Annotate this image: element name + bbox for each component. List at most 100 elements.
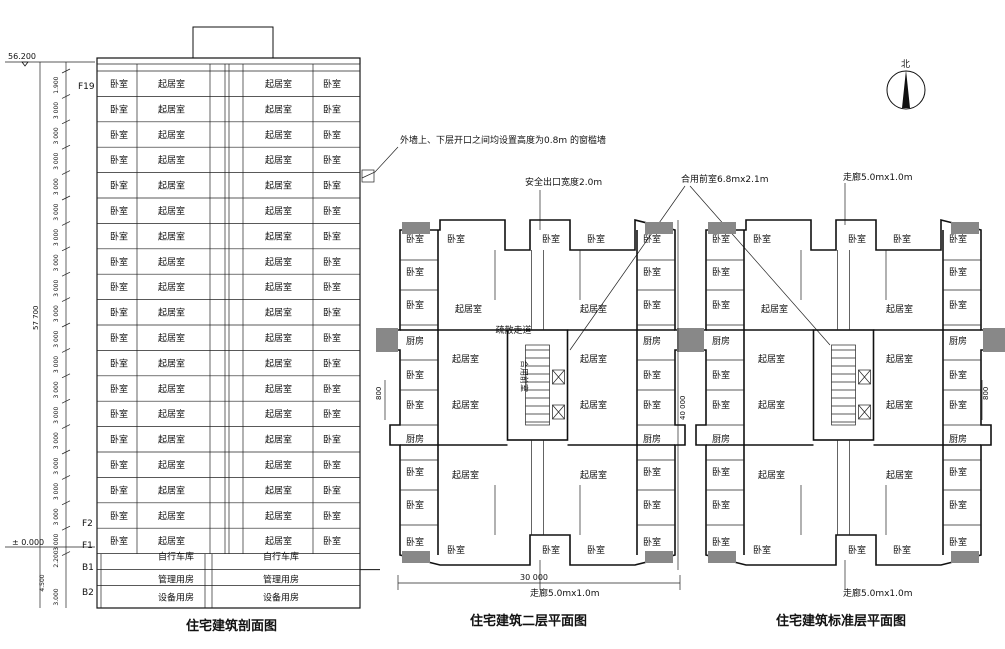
section-room-living: 起居室 [265,383,292,395]
section-floor-dim: 3 000 [53,305,60,322]
section-room-living: 起居室 [265,180,292,192]
plan-room-living: 起居室 [452,469,479,481]
plan-room-living: 起居室 [758,469,785,481]
annotations: 外墙上、下层开口之间均设置高度为0.8m 的窗槛墙 安全出口宽度2.0m 合用前… [361,134,913,599]
plan2-geometry: 卧室卧室卧室卧室卧室卧室卧室卧室卧室卧室卧室卧室卧室卧室卧室卧室卧室卧室卧室卧室… [376,218,699,566]
plan-room-living: 起居室 [758,353,785,365]
plan-room-bedroom: 卧室 [712,299,730,311]
plan-room-bedroom: 卧室 [542,544,560,556]
plan-room-bedroom: 卧室 [712,369,730,381]
plan-room-bedroom: 卧室 [406,499,424,511]
plan-room-bedroom: 卧室 [949,466,967,478]
plan-room-bedroom: 卧室 [643,299,661,311]
section-room-living: 起居室 [265,510,292,522]
section-room-bedroom: 卧室 [323,230,341,242]
section-room-bedroom: 卧室 [110,129,128,141]
section-room-bedroom: 卧室 [323,434,341,446]
plan-room-bedroom: 卧室 [753,233,771,245]
section-room-living: 起居室 [265,434,292,446]
section-b1-dim: 4.500 [39,574,46,591]
section-top-elevation: 56.200 [8,52,36,61]
section-room-living: 起居室 [265,154,292,166]
section-floor-dim: 3 000 [53,356,60,373]
section-room-bedroom: 卧室 [110,332,128,344]
plan-room-bedroom: 卧室 [643,399,661,411]
plan-room-living: 起居室 [580,469,607,481]
note-shared-lobby: 合用前室6.8mx2.1m [681,173,769,185]
plan-room-living: 起居室 [455,303,482,315]
north-arrow-icon [902,70,910,108]
section-floor-dim: 3 000 [53,407,60,424]
section-room-living: 起居室 [158,230,185,242]
section-room-living: 起居室 [158,510,185,522]
section-floor-dim: 1.900 [53,76,60,93]
plan-room-bedroom: 卧室 [643,536,661,548]
section-room-living: 起居室 [158,78,185,90]
plan-room-bedroom: 卧室 [542,233,560,245]
section-room-living: 起居室 [265,230,292,242]
plan-room-bedroom: 卧室 [587,233,605,245]
section-room-living: 起居室 [265,332,292,344]
plan-std-dim-800: 800 [982,387,990,400]
section-room-bedroom: 卧室 [323,357,341,369]
section-room-bedroom: 卧室 [110,180,128,192]
section-room-living: 起居室 [265,459,292,471]
section-total-height: 57 700 [32,306,40,331]
plan-room-kitchen: 厨房 [712,433,730,445]
plan-evac-corridor-label: 疏散走道 [496,324,532,336]
plan-room-living: 起居室 [580,399,607,411]
section-room-living: 起居室 [158,332,185,344]
plan-room-living: 起居室 [886,353,913,365]
note-corridor-std: 走廊5.0mx1.0m [843,587,913,599]
section-dimension-ticks: 1.900 3 000 3 000 3 000 3 000 3 000 3 000 3 000… [39,68,71,606]
plan-room-bedroom: 卧室 [712,233,730,245]
section-f1-room: 自行车库 [158,551,194,563]
section-room-bedroom: 卧室 [110,383,128,395]
plan-room-bedroom: 卧室 [893,544,911,556]
north-label: 北 [901,59,910,70]
section-room-living: 起居室 [265,103,292,115]
section-floor-dim: 3 000 [53,457,60,474]
plan-room-bedroom: 卧室 [406,266,424,278]
plan-room-bedroom: 卧室 [949,536,967,548]
section-floor-dim: 3 000 [53,381,60,398]
plan-room-bedroom: 卧室 [712,466,730,478]
section-room-bedroom: 卧室 [323,281,341,293]
plan-room-kitchen: 厨房 [643,433,661,445]
section-room-bedroom: 卧室 [110,535,128,547]
floor-label-top: F19 [78,82,95,92]
section-room-bedroom: 卧室 [323,180,341,192]
section-room-living: 起居室 [158,256,185,268]
plan-room-bedroom: 卧室 [643,233,661,245]
section-room-living: 起居室 [158,307,185,319]
section-room-living: 起居室 [158,357,185,369]
section-floor-dim: 3 000 [53,203,60,220]
section-room-bedroom: 卧室 [323,154,341,166]
plan-room-living: 起居室 [580,303,607,315]
section-room-bedroom: 卧室 [323,408,341,420]
section-room-bedroom: 卧室 [110,484,128,496]
plan-room-kitchen: 厨房 [406,433,424,445]
plan-room-bedroom: 卧室 [447,544,465,556]
plan-room-bedroom: 卧室 [712,499,730,511]
section-room-bedroom: 卧室 [110,205,128,217]
plan-room-bedroom: 卧室 [949,299,967,311]
section-room-bedroom: 卧室 [323,459,341,471]
plan-room-living: 起居室 [580,353,607,365]
section-room-living: 起居室 [265,205,292,217]
section-room-bedroom: 卧室 [110,281,128,293]
plan-room-bedroom: 卧室 [712,266,730,278]
plan-room-bedroom: 卧室 [848,544,866,556]
plan-room-living: 起居室 [886,399,913,411]
plan-room-bedroom: 卧室 [643,266,661,278]
section-room-bedroom: 卧室 [323,78,341,90]
section-floor-dim: 3 000 [53,102,60,119]
plan2-dim-800: 800 [375,387,383,400]
section-room-living: 起居室 [158,459,185,471]
section-floor-dim: 3 000 [53,330,60,347]
second-floor-plan: 卧室卧室卧室卧室卧室卧室卧室卧室卧室卧室卧室卧室卧室卧室卧室卧室卧室卧室卧室卧室… [375,218,699,629]
section-room-living: 起居室 [265,408,292,420]
section-room-bedroom: 卧室 [323,383,341,395]
section-room-living: 起居室 [158,205,185,217]
